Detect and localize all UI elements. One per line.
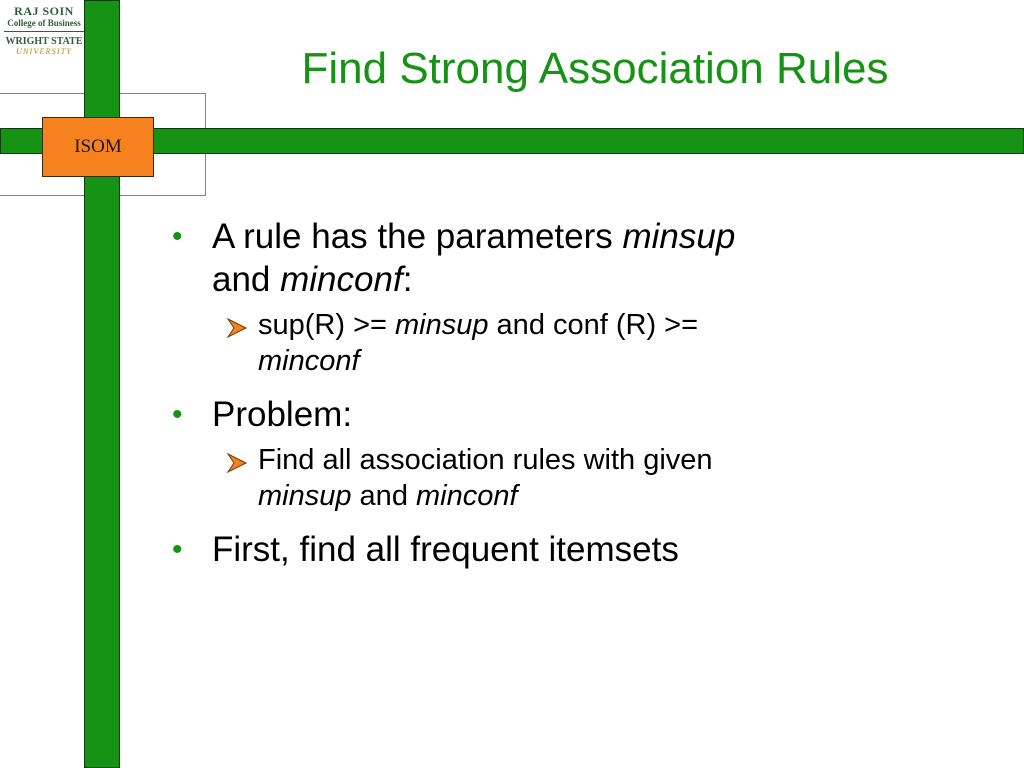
bullet-text: Problem: bbox=[212, 395, 353, 434]
bullet-text-italic: minsup bbox=[622, 217, 736, 256]
logo-line-3: WRIGHT STATE bbox=[5, 36, 83, 47]
bullet-item: • First, find all frequent itemsets bbox=[170, 528, 910, 571]
arrow-bullet-icon bbox=[226, 317, 248, 339]
university-logo: RAJ SOIN College of Business WRIGHT STAT… bbox=[2, 5, 86, 56]
bullet-text: : bbox=[402, 260, 413, 299]
logo-line-2: College of Business bbox=[7, 18, 81, 28]
isom-badge-label: ISOM bbox=[74, 136, 122, 157]
logo-divider bbox=[4, 31, 84, 32]
slide-title: Find Strong Association Rules bbox=[301, 44, 889, 93]
arrow-bullet-icon bbox=[226, 452, 248, 474]
bullet-dot-icon: • bbox=[172, 398, 183, 431]
sub-bullet-text: Find all association rules with given bbox=[258, 444, 713, 476]
bullet-item: • A rule has the parameters minsup and m… bbox=[170, 215, 910, 301]
logo-line-1: RAJ SOIN bbox=[14, 4, 74, 18]
isom-badge: ISOM bbox=[42, 117, 154, 177]
bullet-item: • Problem: bbox=[170, 393, 910, 436]
slide-content: • A rule has the parameters minsup and m… bbox=[170, 215, 910, 577]
logo-line-4: UNIVERSITY bbox=[16, 47, 72, 56]
bullet-text: First, find all frequent itemsets bbox=[212, 530, 679, 569]
horizontal-green-bar bbox=[0, 128, 1024, 154]
vertical-green-bar bbox=[84, 0, 120, 768]
sub-bullet-item: sup(R) >= minsup and conf (R) >= minconf bbox=[170, 307, 910, 379]
sub-bullet-text: and conf (R) >= bbox=[488, 309, 699, 341]
sub-bullet-text: and bbox=[351, 480, 416, 512]
sub-bullet-text-italic: minconf bbox=[258, 345, 360, 377]
sub-bullet-text-italic: minsup bbox=[395, 309, 489, 341]
sub-bullet-item: Find all association rules with given mi… bbox=[170, 442, 910, 514]
sub-bullet-text-italic: minsup bbox=[258, 480, 352, 512]
bullet-text: A rule has the parameters bbox=[212, 217, 623, 256]
bullet-text-italic: minconf bbox=[280, 260, 403, 299]
sub-bullet-text: sup(R) >= bbox=[258, 309, 395, 341]
bullet-text: and bbox=[212, 260, 281, 299]
bullet-dot-icon: • bbox=[172, 533, 183, 566]
bullet-dot-icon: • bbox=[172, 220, 183, 253]
sub-bullet-text-italic: minconf bbox=[416, 480, 518, 512]
